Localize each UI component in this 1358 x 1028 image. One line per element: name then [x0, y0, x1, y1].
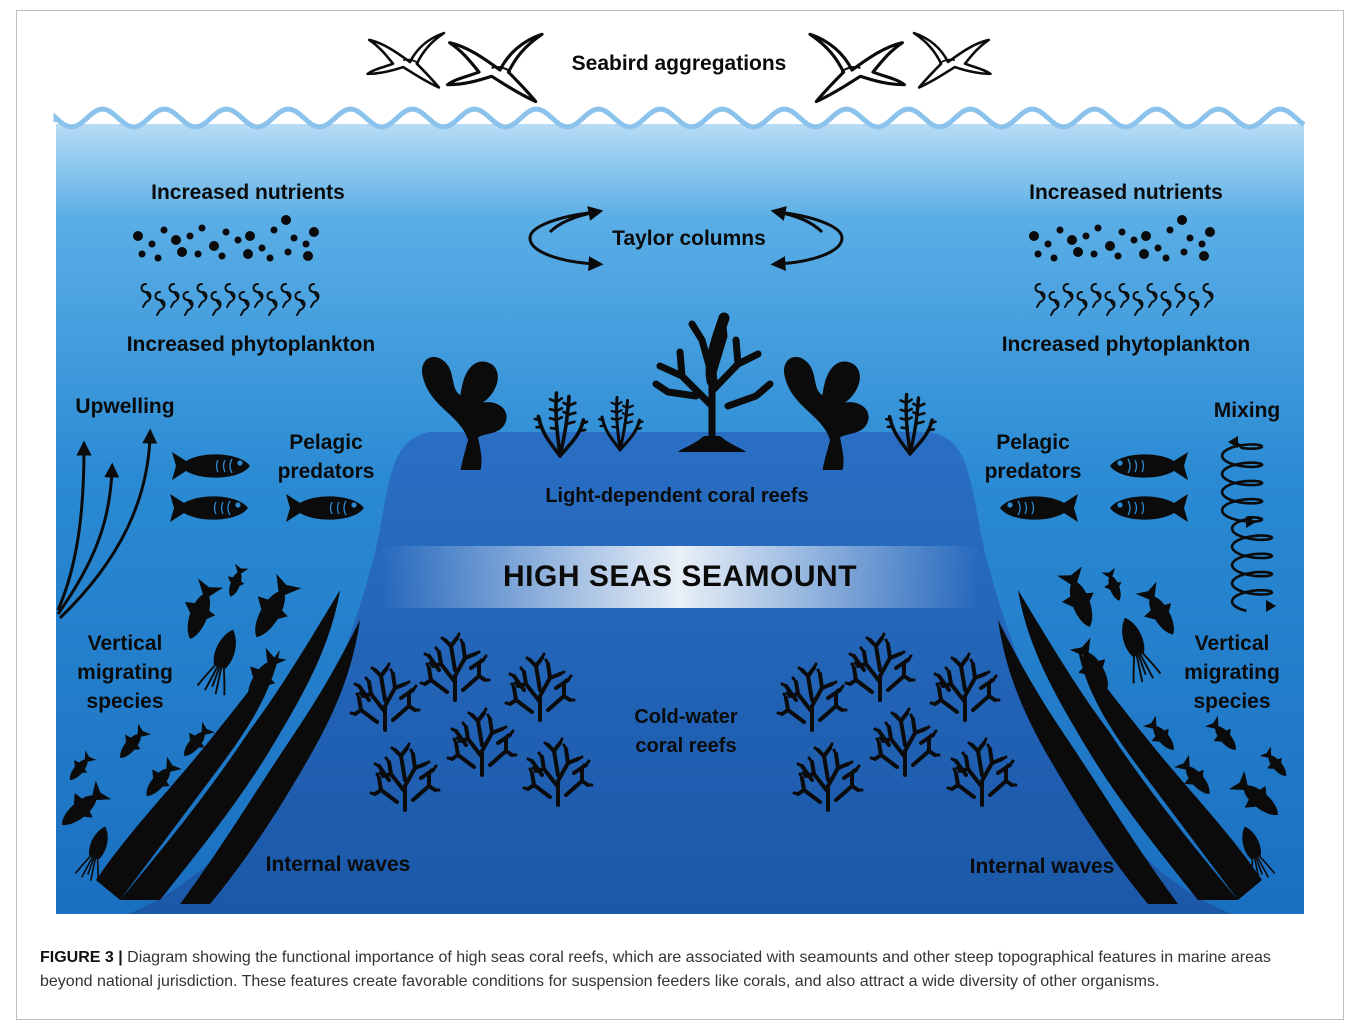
nutrient-dot-icon [1131, 237, 1138, 244]
label-vertical-right-2: migrating [1184, 661, 1280, 684]
nutrient-dot-icon [267, 255, 274, 262]
label-cold-water-2: coral reefs [635, 735, 736, 757]
nutrient-dot-icon [177, 247, 187, 257]
nutrient-dot-icon [209, 241, 219, 251]
nutrient-dot-icon [271, 227, 278, 234]
nutrient-dot-icon [1051, 255, 1058, 262]
nutrient-dot-icon [1095, 225, 1102, 232]
label-mixing: Mixing [1214, 399, 1281, 422]
label-vertical-left-2: migrating [77, 661, 173, 684]
nutrient-dot-icon [259, 245, 266, 252]
nutrient-dot-icon [1181, 249, 1188, 256]
nutrient-dot-icon [1073, 247, 1083, 257]
nutrient-dot-icon [303, 241, 310, 248]
nutrient-dot-icon [309, 227, 319, 237]
nutrient-dot-icon [1029, 231, 1039, 241]
nutrient-dot-icon [291, 235, 298, 242]
nutrient-dot-icon [161, 227, 168, 234]
label-nutrients-right: Increased nutrients [1029, 181, 1223, 204]
nutrient-dot-icon [1067, 235, 1077, 245]
nutrient-dot-icon [1083, 233, 1090, 240]
nutrient-dot-icon [1057, 227, 1064, 234]
nutrient-dot-icon [1199, 251, 1209, 261]
label-pelagic-right-2: predators [985, 460, 1082, 483]
nutrient-dot-icon [1141, 231, 1151, 241]
figure-caption: FIGURE 3 | Diagram showing the functiona… [40, 946, 1320, 994]
nutrient-dot-icon [139, 251, 146, 258]
nutrient-dot-icon [199, 225, 206, 232]
nutrient-dot-icon [219, 253, 226, 260]
figure-caption-prefix: FIGURE 3 | [40, 949, 123, 966]
seabird-icon [914, 33, 991, 87]
nutrient-dot-icon [155, 255, 162, 262]
label-taylor-columns: Taylor columns [612, 227, 766, 250]
nutrient-dot-icon [243, 249, 253, 259]
nutrient-dot-icon [1163, 255, 1170, 262]
nutrient-dot-icon [1199, 241, 1206, 248]
nutrient-dot-icon [1045, 241, 1052, 248]
nutrient-dot-icon [1119, 229, 1126, 236]
nutrient-dot-icon [1177, 215, 1187, 225]
nutrient-dot-icon [133, 231, 143, 241]
label-vertical-right-1: Vertical [1195, 632, 1270, 655]
label-pelagic-left-2: predators [278, 460, 375, 483]
nutrient-dot-icon [235, 237, 242, 244]
label-nutrients-left: Increased nutrients [151, 181, 345, 204]
label-vertical-left-1: Vertical [88, 632, 163, 655]
label-light-dependent-coral: Light-dependent coral reefs [545, 485, 808, 507]
nutrient-dot-icon [1205, 227, 1215, 237]
label-pelagic-left-1: Pelagic [289, 431, 363, 454]
label-phytoplankton-left: Increased phytoplankton [127, 333, 376, 356]
nutrient-dot-icon [1115, 253, 1122, 260]
label-internal-waves-left: Internal waves [266, 853, 411, 876]
label-high-seas-seamount: HIGH SEAS SEAMOUNT [503, 560, 857, 593]
nutrient-dot-icon [1139, 249, 1149, 259]
nutrient-dot-icon [1167, 227, 1174, 234]
figure-caption-text: Diagram showing the functional importanc… [40, 949, 1271, 990]
nutrient-dot-icon [285, 249, 292, 256]
nutrient-dot-icon [1105, 241, 1115, 251]
label-seabird-aggregations: Seabird aggregations [572, 52, 787, 75]
nutrient-dot-icon [187, 233, 194, 240]
nutrient-dot-icon [223, 229, 230, 236]
nutrient-dot-icon [1187, 235, 1194, 242]
label-pelagic-right-1: Pelagic [996, 431, 1070, 454]
nutrient-dot-icon [1091, 251, 1098, 258]
nutrient-dot-icon [1035, 251, 1042, 258]
label-internal-waves-right: Internal waves [970, 855, 1115, 878]
nutrient-dot-icon [281, 215, 291, 225]
nutrient-dot-icon [1155, 245, 1162, 252]
seabird-icon [810, 34, 905, 101]
label-cold-water-1: Cold-water [634, 706, 738, 728]
label-upwelling: Upwelling [75, 395, 174, 418]
seamount-diagram: Seabird aggregations Increased nutrients… [0, 0, 1358, 940]
label-phytoplankton-right: Increased phytoplankton [1002, 333, 1251, 356]
label-vertical-left-3: species [86, 690, 163, 713]
label-vertical-right-3: species [1193, 690, 1270, 713]
nutrient-dot-icon [245, 231, 255, 241]
seabird-icon [448, 34, 543, 101]
nutrient-dot-icon [195, 251, 202, 258]
nutrient-dot-icon [303, 251, 313, 261]
seabird-icon [368, 33, 445, 87]
nutrient-dot-icon [149, 241, 156, 248]
nutrient-dot-icon [171, 235, 181, 245]
